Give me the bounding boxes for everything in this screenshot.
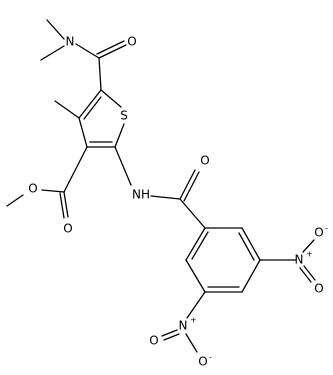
bond-amide-co-2 (96, 40, 125, 55)
bond-ester-co-2 (59, 192, 65, 219)
charge-o-nitro-right-top: - (325, 224, 328, 233)
bond-ring-5 (241, 227, 261, 261)
bond-ester-co-1 (63, 191, 69, 218)
bond-nme-lower (40, 45, 65, 61)
bond-ring-inner-1 (191, 231, 209, 260)
bond-benzoyl-co-2 (183, 171, 200, 202)
bond-c4-c5 (78, 89, 102, 119)
atom-n-nitro-right: N (295, 253, 304, 267)
bonds (6, 19, 316, 353)
atom-n-nitro-bottom: N (179, 319, 188, 333)
charge-n-nitro-bottom: + (190, 316, 197, 325)
bond-nitro-bottom-o-right (185, 333, 198, 353)
atom-o-nitro-right-top: O (314, 226, 323, 240)
charge-n-nitro-right: + (306, 250, 313, 259)
bond-ring-inner-3 (238, 232, 255, 261)
bond-nitro-right-o-bottom-1 (299, 267, 312, 283)
atom-o-ester-carbonyl: O (63, 222, 72, 236)
bond-nitro-right-o-top (302, 239, 315, 253)
bond-s-c2 (114, 123, 125, 148)
atom-o-nitro-bottom-right: O (198, 355, 207, 369)
bond-c2-nh (114, 146, 132, 186)
bond-c4-methyl (54, 100, 80, 119)
bond-ring-nitro-bottom (186, 291, 206, 319)
atom-o-ester-ether: O (28, 182, 37, 196)
atom-o-nitro-bottom-left: O (149, 334, 158, 348)
bond-ring-2 (185, 259, 206, 293)
bond-c3-ester (63, 146, 88, 193)
bond-benzoyl-co-1 (179, 169, 196, 200)
bond-nitro-bottom-o-left-1 (161, 329, 178, 337)
bond-ring-4 (241, 259, 261, 293)
bond-c3-c4 (78, 117, 88, 148)
bond-c5-s (100, 89, 122, 108)
bond-c4-c5-inner (83, 96, 102, 120)
atom-o-amide: O (127, 35, 136, 49)
bond-ring-1 (185, 227, 206, 261)
bond-carbonyl-c5 (98, 57, 102, 91)
atom-n-dimethylamide: N (66, 35, 75, 49)
atom-s-thiophene: S (120, 109, 128, 123)
bond-nitro-right-o-bottom-2 (303, 265, 316, 281)
bond-ester-co-single (41, 189, 65, 193)
atom-o-nitro-right-bottom: O (314, 282, 323, 296)
bond-nh-carbonyl (150, 195, 181, 200)
bond-carbonyl-ipso (179, 198, 206, 229)
bond-nitro-bottom-o-left-2 (163, 333, 180, 341)
atom-labels: N O S O O NH O N + O - O N + O O - (28, 35, 328, 369)
bond-n-carbonyl (75, 43, 100, 59)
atom-nh-amide: NH (132, 188, 150, 202)
bond-ome-methyl (6, 194, 24, 207)
bond-nme-upper (46, 19, 65, 40)
bond-amide-co-1 (98, 44, 127, 59)
charge-o-nitro-bottom-right: - (209, 353, 212, 362)
atom-o-benzoyl: O (200, 154, 209, 168)
